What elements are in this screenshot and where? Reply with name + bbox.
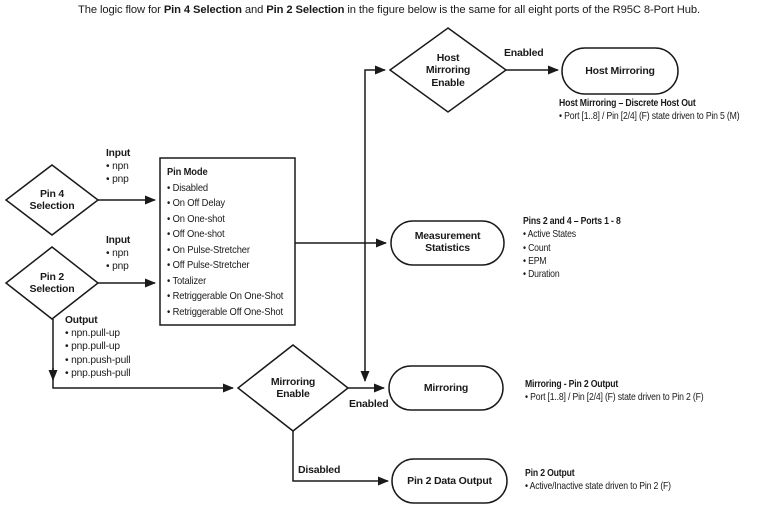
pin2-output-title: Output (65, 315, 98, 326)
caption-bold-pin2: Pin 2 Selection (266, 4, 345, 16)
pin-mode-item: • Off One-shot (167, 229, 225, 240)
annotation-item: • EPM (523, 255, 547, 267)
host-mirroring-node (561, 47, 679, 95)
annotation-host-mirroring: Host Mirroring – Discrete Host Out • Por… (559, 97, 740, 124)
caption-text: in the figure below is the same for all … (344, 4, 700, 16)
caption-text: and (241, 4, 267, 16)
list-item: • npn.pull-up (65, 328, 120, 340)
caption-text: The logic flow for (78, 4, 164, 16)
pin2-input-title: Input (106, 235, 131, 246)
annotation-item: • Port [1..8] / Pin [2/4] (F) state driv… (525, 392, 704, 404)
mirroring-enable-diamond (236, 344, 350, 432)
edge-disabled-to-pin2-data-output (292, 431, 389, 486)
annotation-item: • Count (523, 242, 551, 254)
pin-mode-item: • On One-shot (167, 213, 225, 225)
pin2-output-options: Output • npn.pull-up • pnp.pull-up • npn… (65, 314, 130, 380)
pin2-data-output-label: Pin 2 Data Output (407, 475, 492, 487)
mirroring-enable-label: Mirroring Enable (270, 376, 316, 401)
annotation-mirroring: Mirroring - Pin 2 Output • Port [1..8] /… (525, 378, 704, 405)
pin-mode-title: Pin Mode (167, 167, 208, 178)
annotation-title: Pin 2 Output (525, 468, 575, 479)
pin-mode-item: • On Off Delay (167, 198, 225, 209)
pin2-input-options: Input • npn • pnp (106, 234, 130, 274)
pin-mode-list: Pin Mode • Disabled • On Off Delay • On … (167, 165, 283, 320)
edge-branch-to-host-mirroring-enable (364, 65, 386, 243)
pin-mode-item: • Retriggerable Off One-Shot (167, 306, 283, 318)
pin2-data-output-node (391, 458, 508, 504)
annotation-item: • Duration (523, 269, 560, 281)
edge-label-host-enabled: Enabled (504, 47, 544, 59)
pin2-selection-label: Pin 2 Selection (29, 271, 75, 296)
caption-bold-pin4: Pin 4 Selection (163, 4, 242, 16)
annotation-title: Pins 2 and 4 – Ports 1 - 8 (523, 216, 621, 227)
measurement-statistics-node (390, 220, 505, 266)
list-item: • pnp.push-pull (65, 367, 131, 379)
list-item: • pnp (106, 174, 129, 186)
pin-mode-item: • Disabled (167, 182, 208, 194)
pin2-selection-diamond (4, 246, 100, 320)
annotation-pin2-output: Pin 2 Output • Active/Inactive state dri… (525, 467, 671, 494)
host-mirroring-label: Host Mirroring (585, 65, 655, 77)
list-item: • pnp.pull-up (65, 341, 120, 353)
pin-mode-item: • Totalizer (167, 275, 207, 287)
measurement-statistics-label: Measurement Statistics (414, 230, 481, 255)
annotation-title: Host Mirroring – Discrete Host Out (559, 98, 696, 109)
mirroring-label: Mirroring (423, 382, 469, 394)
mirroring-node (388, 365, 504, 411)
annotation-title: Mirroring - Pin 2 Output (525, 379, 619, 390)
edge-pin2-to-mirroring-enable (52, 319, 234, 393)
pin-mode-box (159, 157, 296, 326)
annotation-item: • Active/Inactive state driven to Pin 2 … (525, 481, 671, 493)
host-mirroring-enable-diamond (388, 27, 508, 113)
pin-mode-item: • Off Pulse-Stretcher (167, 260, 250, 271)
pin-mode-item: • Retriggerable On One-Shot (167, 291, 284, 302)
pin-mode-item: • On Pulse-Stretcher (167, 244, 250, 256)
pin4-selection-diamond (4, 164, 100, 236)
edge-label-mirroring-disabled: Disabled (298, 464, 341, 476)
annotation-item: • Active States (523, 229, 576, 241)
list-item: • npn (106, 248, 129, 260)
host-mirroring-enable-label: Host Mirroring Enable (425, 52, 471, 89)
list-item: • npn.push-pull (65, 354, 131, 366)
pin4-input-title: Input (106, 148, 131, 159)
edge-label-mirroring-enabled: Enabled (349, 398, 389, 410)
pin4-selection-label: Pin 4 Selection (29, 188, 75, 213)
figure-caption: The logic flow for Pin 4 Selection and P… (0, 4, 778, 16)
annotation-item: • Port [1..8] / Pin [2/4] (F) state driv… (559, 111, 740, 123)
annotation-measurement-statistics: Pins 2 and 4 – Ports 1 - 8 • Active Stat… (523, 215, 621, 281)
pin4-input-options: Input • npn • pnp (106, 147, 130, 187)
list-item: • npn (106, 161, 129, 173)
list-item: • pnp (106, 261, 129, 273)
